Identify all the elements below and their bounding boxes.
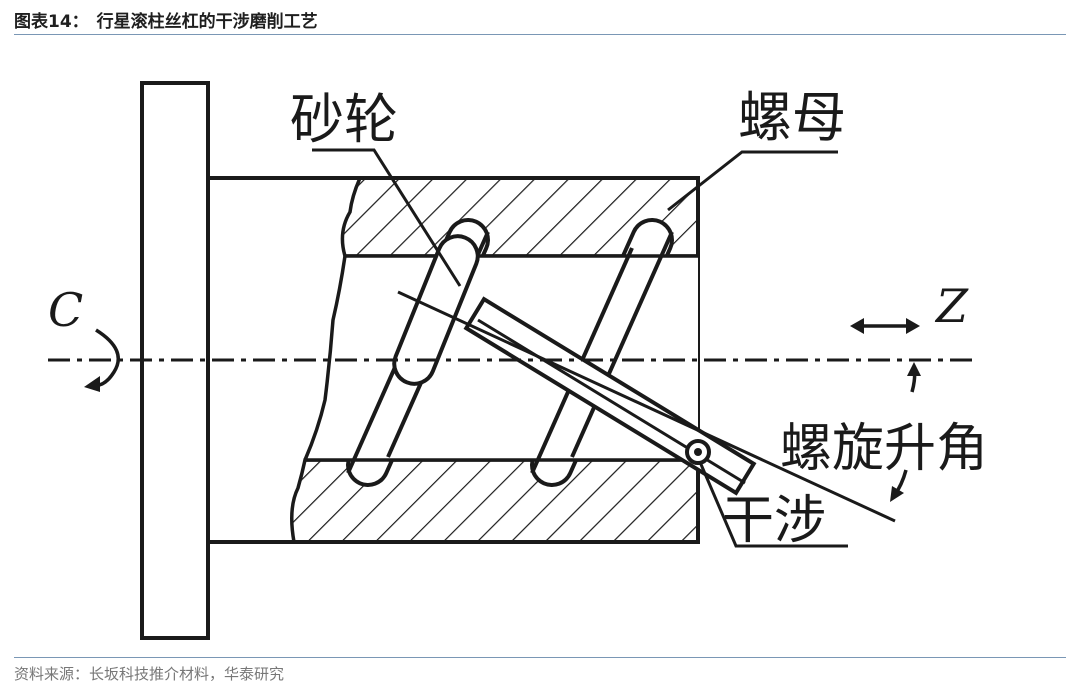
- leader-grinding-wheel: [312, 148, 462, 287]
- nut-top-wall: [340, 178, 698, 258]
- figure-number: 图表14：: [14, 11, 89, 32]
- leader-interference: [698, 461, 848, 548]
- leader-nut: [667, 150, 838, 212]
- header-rule: [14, 34, 1066, 35]
- wheel-axis-line: [397, 290, 896, 523]
- figure-source: 资料来源：长坂科技推介材料，华泰研究: [14, 665, 285, 683]
- label-feed-z: Z: [934, 279, 969, 333]
- label-nut: 螺母: [738, 86, 846, 149]
- figure-header: 图表14： 行星滚柱丝杠的干涉磨削工艺: [14, 6, 318, 32]
- footer-rule: [14, 657, 1066, 658]
- label-helix-angle: 螺旋升角: [780, 419, 988, 479]
- rotation-arrow-c: [91, 328, 120, 388]
- label-interference: 干涉: [722, 491, 826, 551]
- label-grinding-wheel: 砂轮: [290, 88, 398, 151]
- figure-title: 行星滚柱丝杠的干涉磨削工艺: [96, 11, 318, 32]
- grinding-diagram: C Z 砂轮 螺母 螺旋升角 干涉: [48, 81, 988, 640]
- nut-bottom-wall: [290, 458, 698, 542]
- label-rotation-c: C: [48, 283, 83, 337]
